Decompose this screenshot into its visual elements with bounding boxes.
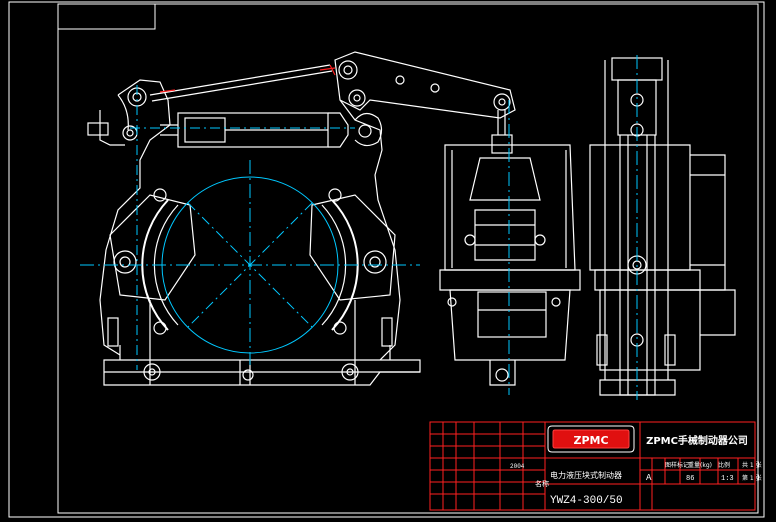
left-brake-shoe — [141, 199, 169, 331]
lever-pivot-1 — [338, 60, 358, 80]
company-name: ZPMC手械制动器公司 — [646, 434, 748, 447]
drawing-name: 电力液压块式制动器 — [550, 470, 622, 480]
lever-pivot-2 — [493, 93, 511, 111]
date-value: 2004 — [510, 463, 525, 470]
tie-rod-upper — [149, 64, 331, 96]
left-adjust-bolt — [87, 122, 109, 136]
inner-border — [57, 3, 759, 514]
left-arm-outline — [99, 79, 171, 356]
front-view — [87, 51, 516, 386]
side-view — [589, 57, 736, 396]
title-block-text: ZPMC ZPMC手械制动器公司 电力液压块式制动器 YWZ4-300/50 名… — [510, 434, 762, 507]
corner-code-box — [57, 3, 156, 30]
right-arm-outline — [339, 99, 401, 361]
zpmc-logo-inner — [552, 429, 630, 449]
title-block — [429, 421, 756, 511]
header-label-1: 图样标记 — [665, 461, 689, 469]
sheet-number: 第 1 张 — [742, 474, 762, 482]
outer-border — [8, 1, 765, 518]
terminal-box — [477, 291, 547, 338]
thruster-flange — [439, 269, 581, 291]
right-shoe-plate — [309, 194, 396, 301]
stage-mark: A — [646, 473, 652, 483]
thruster-motor — [449, 289, 571, 361]
main-lever — [334, 51, 516, 119]
left-shoe-plate — [109, 194, 196, 301]
side-base — [599, 379, 676, 396]
logo-text: ZPMC — [573, 434, 608, 447]
sheet-total: 共 1 张 — [742, 461, 762, 469]
name-label: 名称 — [535, 479, 549, 488]
header-label-2: 重量(kg) — [688, 461, 712, 469]
weight-value: 86 — [686, 475, 694, 483]
header-label-3: 比例 — [718, 461, 730, 469]
title-block-frame — [429, 421, 756, 511]
scale-value: 1:3 — [721, 475, 734, 483]
thruster-view — [439, 110, 581, 386]
thruster-housing-upper — [444, 144, 576, 271]
left-spring-body — [99, 110, 125, 146]
thruster-cap — [469, 157, 541, 201]
brake-wheel — [80, 85, 420, 370]
model-number: YWZ4-300/50 — [550, 495, 623, 507]
